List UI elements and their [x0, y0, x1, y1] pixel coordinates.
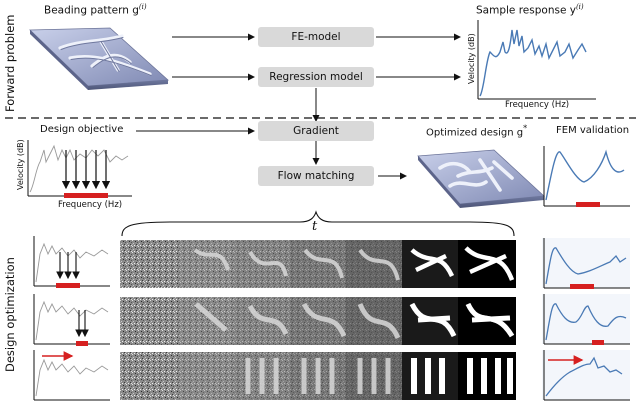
response-ylabel: Velocity (dB) — [467, 33, 476, 84]
optimized-design-label: Optimized design g* — [426, 124, 528, 139]
fem-validation-row2-plot — [542, 294, 630, 345]
fem-validation-plot-top — [543, 146, 630, 207]
fem-validation-label: FEM validation — [556, 125, 630, 136]
fem-validation-row3-plot — [542, 350, 630, 401]
row2-objective-plot — [33, 294, 110, 346]
sample-response-superscript: (i) — [575, 3, 584, 11]
objective-ylabel: Velocity (dB) — [16, 139, 25, 190]
sample-response-plot — [477, 20, 596, 100]
design-objective-label: Design objective — [40, 124, 124, 135]
beading-pattern-superscript: (i) — [138, 3, 147, 11]
t-axis-label: t — [312, 219, 318, 234]
optimized-design-image — [417, 149, 545, 208]
objective-xlabel: Frequency (Hz) — [58, 200, 123, 210]
regression-model-box: Regression model — [258, 67, 374, 87]
section-label-forward-problem: Forward problem — [3, 14, 17, 113]
response-xlabel: Frequency (Hz) — [505, 100, 570, 110]
fem-validation-row1-plot — [542, 238, 630, 289]
beading-plate-image — [29, 27, 169, 90]
optimized-design-superscript: * — [523, 124, 528, 133]
flow-matching-box: Flow matching — [258, 166, 374, 186]
flow-strip-row3 — [120, 352, 516, 400]
fe-model-box: FE-model — [258, 27, 374, 47]
section-label-design-optimization: Design optimization — [3, 257, 17, 372]
sample-response-label: Sample response y(i) — [476, 3, 584, 17]
beading-pattern-label: Beading pattern g(i) — [44, 3, 147, 17]
design-objective-plot — [27, 140, 132, 198]
t-brace — [121, 210, 515, 237]
row3-objective-plot — [33, 350, 110, 401]
flow-strip-row1 — [120, 240, 516, 288]
flow-strip-row2 — [120, 297, 516, 345]
row1-objective-plot — [33, 236, 110, 288]
gradient-box: Gradient — [258, 121, 374, 141]
